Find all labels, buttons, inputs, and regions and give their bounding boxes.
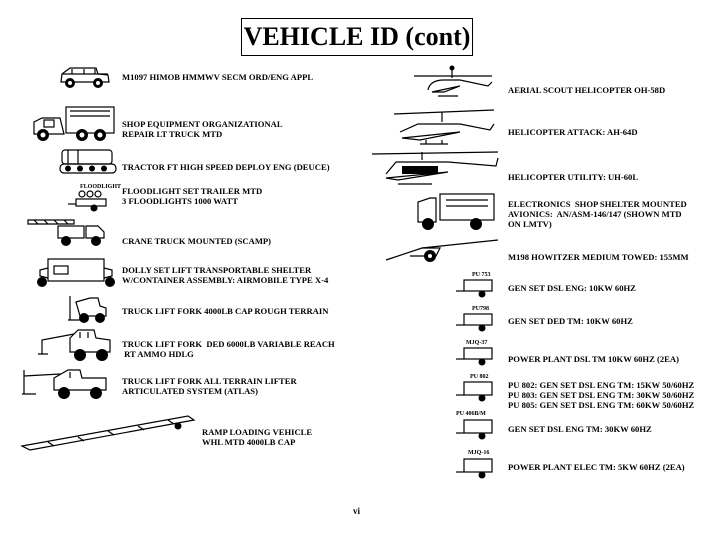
- crane-truck-icon: [24, 214, 120, 248]
- item-label-power-plant-mjq37: POWER PLANT DSL TM 10KW 60HZ (2EA): [508, 354, 679, 364]
- item-label-utility-helicopter: HELICOPTER UTILITY: UH-60L: [508, 172, 639, 182]
- dolly-set-icon: [36, 256, 116, 288]
- item-label-shop-truck: SHOP EQUIPMENT ORGANIZATIONAL REPAIR LT …: [122, 119, 283, 139]
- item-label-atlas-forklift: TRUCK LIFT FORK ALL TERRAIN LIFTER ARTIC…: [122, 376, 297, 396]
- shelter-truck-icon: [414, 190, 498, 232]
- floodlight-tag: FLOODLIGHT: [80, 184, 122, 190]
- item-label-attack-helicopter: HELICOPTER ATTACK: AH-64D: [508, 127, 638, 137]
- item-label-floodlight: FLOODLIGHT SET TRAILER MTD 3 FLOODLIGHTS…: [122, 186, 263, 206]
- forklift-icon: [66, 294, 112, 324]
- gen-tag-mjq37: MJQ-37: [466, 340, 488, 346]
- item-label-hmmwv: M1097 HIMOB HMMWV SECM ORD/ENG APPL: [122, 72, 314, 82]
- generator-icon: [454, 418, 496, 440]
- generator-icon: [454, 312, 496, 332]
- item-label-forklift: TRUCK LIFT FORK 4000LB CAP ROUGH TERRAIN: [122, 306, 329, 316]
- item-label-power-plant-mjq16: POWER PLANT ELEC TM: 5KW 60HZ (2EA): [508, 462, 685, 472]
- attack-helicopter-icon: [390, 108, 500, 150]
- item-label-gen-pu753: GEN SET DSL ENG: 10KW 60HZ: [508, 283, 636, 293]
- item-label-shelter-truck: ELECTRONICS SHOP SHELTER MOUNTED AVIONIC…: [508, 199, 687, 229]
- item-label-gen-pu802-series: PU 802: GEN SET DSL ENG TM: 15KW 50/60HZ…: [508, 380, 695, 410]
- gen-tag-pu406: PU 406B/M: [456, 411, 486, 417]
- gen-tag-mjq16: MJQ-16: [468, 450, 490, 456]
- generator-icon: [454, 278, 496, 298]
- page-title: VEHICLE ID (cont): [241, 18, 473, 56]
- tractor-icon: [58, 146, 118, 176]
- item-label-howitzer: M198 HOWITZER MEDIUM TOWED: 155MM: [508, 252, 689, 262]
- generator-icon: [454, 380, 496, 402]
- item-label-ramp: RAMP LOADING VEHICLE WHL MTD 4000LB CAP: [202, 427, 313, 447]
- shop-truck-icon: [30, 104, 118, 144]
- floodlight-trailer-icon: [66, 190, 116, 212]
- item-label-crane-truck: CRANE TRUCK MOUNTED (SCAMP): [122, 236, 272, 246]
- generator-icon: [454, 457, 496, 479]
- howitzer-icon: [382, 234, 502, 264]
- item-label-scout-helicopter: AERIAL SCOUT HELICOPTER OH-58D: [508, 85, 666, 95]
- item-label-dolly-set: DOLLY SET LIFT TRANSPORTABLE SHELTER W/C…: [122, 265, 329, 285]
- utility-helicopter-icon: [368, 148, 502, 188]
- generator-icon: [454, 346, 496, 366]
- item-label-gen-pu798: GEN SET DED TM: 10KW 60HZ: [508, 316, 633, 326]
- gen-tag-pu798: PU798: [472, 306, 489, 312]
- item-label-tractor: TRACTOR FT HIGH SPEED DEPLOY ENG (DEUCE): [122, 162, 330, 172]
- hmmwv-icon: [58, 64, 112, 90]
- scout-helicopter-icon: [408, 64, 498, 102]
- item-label-gen-pu406: GEN SET DSL ENG TM: 30KW 60HZ: [508, 424, 652, 434]
- ramp-icon: [18, 412, 198, 452]
- atlas-forklift-icon: [20, 366, 112, 400]
- item-label-reach-forklift: TRUCK LIFT FORK DED 6000LB VARIABLE REAC…: [122, 339, 335, 359]
- reach-forklift-icon: [34, 328, 118, 362]
- gen-tag-pu802: PU 802: [470, 374, 489, 380]
- gen-tag-pu753: PU 753: [472, 272, 491, 278]
- page-number: vi: [353, 506, 361, 516]
